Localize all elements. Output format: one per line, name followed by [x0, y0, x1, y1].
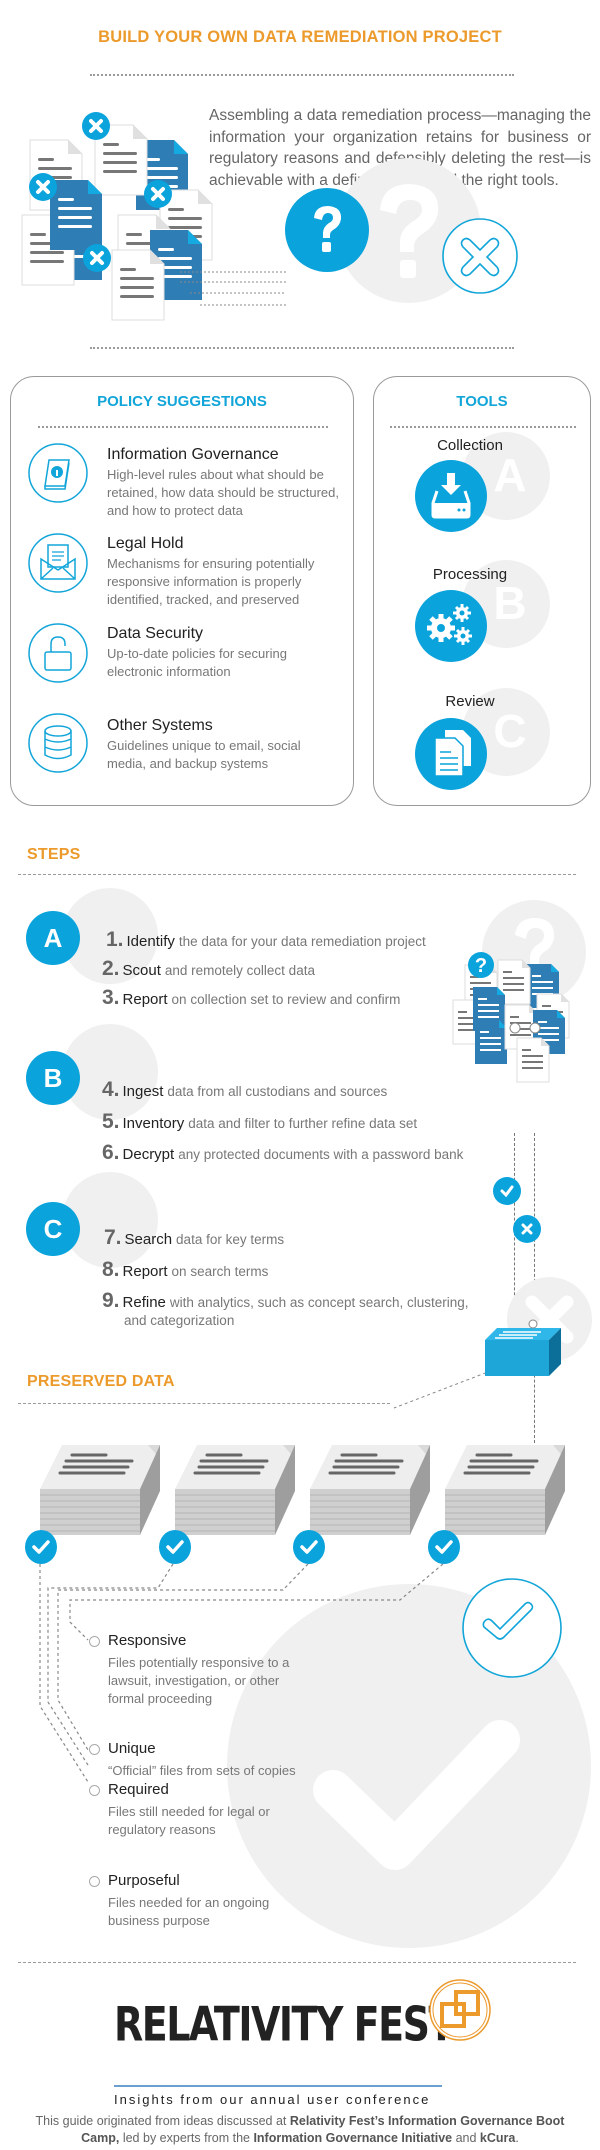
relativity-fest-logo: RELATIVITY FEST: [114, 1996, 454, 2052]
page-title: BUILD YOUR OWN DATA REMEDIATION PROJECT: [98, 28, 502, 46]
steps-heading: STEPS: [27, 846, 81, 863]
hero-delete-x-icon: [442, 218, 518, 294]
question-mark-glyph: [314, 206, 342, 252]
preserved-bullet: [89, 1785, 100, 1796]
envelope-icon: [28, 533, 88, 593]
step-item-continued: and categorization: [124, 1313, 235, 1328]
preserved-item-desc: Files potentially responsive to a lawsui…: [108, 1655, 290, 1706]
preserved-outline-check-icon: [462, 1578, 562, 1678]
approve-check-icon: [493, 1177, 521, 1205]
hero-document-pile-icon: [21, 112, 286, 321]
preserved-item-title: Required: [108, 1781, 169, 1798]
preserved-item-title: Unique: [108, 1740, 156, 1757]
preserved-bullet: [89, 1744, 100, 1755]
policy-item-desc: Mechanisms for ensuring potentially resp…: [107, 556, 315, 607]
relativity-fest-emblem-icon: [429, 1979, 491, 2041]
footer-note: This guide originated from ideas discuss…: [35, 2114, 565, 2145]
preserved-check-icon: [428, 1530, 460, 1564]
footer-tagline: Insights from our annual user conference: [114, 2092, 431, 2107]
policy-item-title: Other Systems: [107, 717, 213, 734]
preserved-item-desc: Files still needed for legal or regulato…: [108, 1804, 270, 1837]
preserved-check-icon: [159, 1530, 191, 1564]
preserved-item-desc: Files needed for an ongoing business pur…: [108, 1895, 270, 1928]
policy-item-title: Information Governance: [107, 446, 279, 463]
title-divider: [90, 74, 514, 76]
policy-item-title: Data Security: [107, 625, 204, 642]
tool-label: Review: [445, 693, 495, 710]
preserved-check-icon: [293, 1530, 325, 1564]
documents-icon: [434, 730, 471, 777]
tool-letter: B: [493, 577, 527, 629]
preserved-bullet: [89, 1876, 100, 1887]
svg-text:?: ?: [475, 955, 487, 977]
policy-heading: POLICY SUGGESTIONS: [97, 393, 267, 410]
tools-divider: [390, 426, 576, 428]
deleted-data-box-icon: [485, 1319, 561, 1376]
policy-item-desc: Up-to-date policies for securing electro…: [107, 646, 287, 679]
steps-divider: [18, 874, 576, 875]
tools-heading: TOOLS: [456, 393, 508, 410]
preserved-item-desc: “Official” files from sets of copies: [108, 1763, 296, 1778]
hero-divider: [90, 347, 514, 349]
policy-item-desc: Guidelines unique to email, social media…: [107, 738, 301, 771]
preserved-bullet: [89, 1636, 100, 1647]
preserved-item-title: Purposeful: [108, 1872, 180, 1889]
unlocked-padlock-icon: [28, 623, 88, 683]
preserved-item-title: Responsive: [108, 1632, 187, 1649]
preserved-check-icon: [25, 1530, 57, 1564]
hero-question-ghost-icon: [380, 184, 439, 278]
preserved-divider: [18, 1403, 390, 1404]
steps-document-cluster-icon: ?: [452, 952, 570, 1083]
preserved-heading: PRESERVED DATA: [27, 1373, 175, 1390]
tool-label: Collection: [437, 437, 503, 454]
policy-item-desc: High-level rules about what should be re…: [107, 467, 339, 518]
path-line: [514, 1133, 515, 1365]
tool-collection-button[interactable]: [415, 460, 487, 532]
policy-item-title: Legal Hold: [107, 535, 184, 552]
check-glyph: [500, 1185, 514, 1198]
check-glyphs: [32, 1540, 453, 1554]
gears-icon: [427, 604, 472, 645]
step-group-badge-c: C: [26, 1202, 80, 1256]
info-book-icon: [28, 443, 88, 503]
logo-underline: [114, 2085, 442, 2087]
footer-divider: [18, 1962, 576, 1963]
tool-letter: A: [493, 449, 527, 501]
preserved-connectors: [39, 1563, 444, 1783]
tool-letter: C: [493, 705, 527, 757]
preserved-big-check-icon: [313, 1720, 520, 1870]
database-icon: [28, 713, 88, 773]
policy-divider: [38, 426, 328, 428]
step-group-badge-a: A: [26, 911, 80, 965]
step-group-badge-b: B: [26, 1051, 80, 1105]
x-glyph: [521, 1223, 533, 1235]
tool-label: Processing: [432, 566, 508, 583]
download-drive-icon: [431, 473, 471, 519]
